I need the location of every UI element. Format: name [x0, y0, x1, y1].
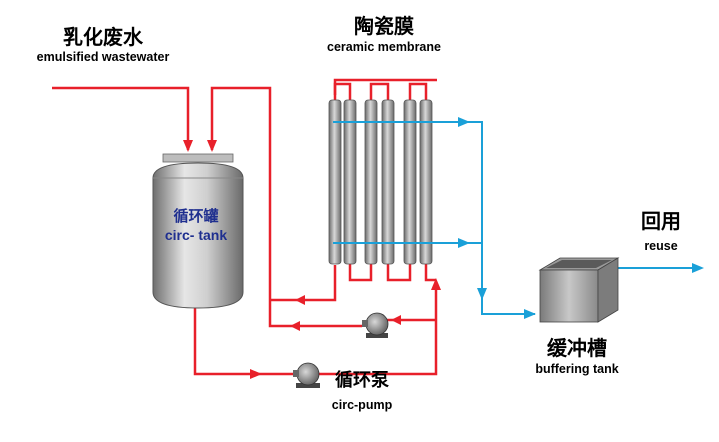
membrane-label-zh: 陶瓷膜 — [354, 14, 414, 38]
arrow-icon — [458, 117, 470, 127]
reuse-label-en: reuse — [644, 239, 677, 253]
membrane-tube — [381, 99, 395, 265]
membrane-tube — [328, 99, 342, 265]
pump-icon — [365, 312, 389, 336]
pump-label-zh: 循环泵 — [335, 369, 389, 391]
membrane-tube — [343, 99, 357, 265]
arrow-icon — [183, 140, 193, 152]
ceramic-membrane — [328, 82, 436, 282]
buffer-label-en: buffering tank — [535, 362, 618, 376]
buffering-tank — [538, 257, 620, 323]
tank-label-zh: 循环罐 — [173, 207, 218, 225]
feed-pump — [362, 312, 389, 338]
arrow-icon — [290, 321, 300, 331]
arrow-icon — [250, 369, 262, 379]
membrane-tube — [419, 99, 433, 265]
arrow-icon — [458, 238, 470, 248]
arrow-icon — [692, 263, 704, 273]
pump-label-en: circ-pump — [332, 398, 393, 412]
circulation-tank: 循环罐 circ- tank — [152, 153, 244, 309]
wastewater-label-en: emulsified wastewater — [37, 50, 170, 64]
membrane-tube — [364, 99, 378, 265]
membrane-label-en: ceramic membrane — [327, 40, 441, 54]
reuse-label-zh: 回用 — [641, 209, 681, 233]
arrow-icon — [431, 278, 441, 290]
wastewater-label-zh: 乳化废水 — [63, 25, 144, 49]
feed-arrows — [183, 140, 441, 379]
circ-pump — [293, 362, 320, 388]
membrane-tube — [403, 99, 417, 265]
permeate-arrows — [458, 117, 704, 319]
tank-label-en: circ- tank — [165, 227, 227, 243]
pump-icon — [296, 362, 320, 386]
arrow-icon — [391, 315, 401, 325]
arrow-icon — [207, 140, 217, 152]
buffer-label-zh: 缓冲槽 — [547, 336, 607, 360]
arrow-icon — [295, 295, 305, 305]
arrow-icon — [524, 309, 536, 319]
arrow-icon — [477, 288, 487, 300]
